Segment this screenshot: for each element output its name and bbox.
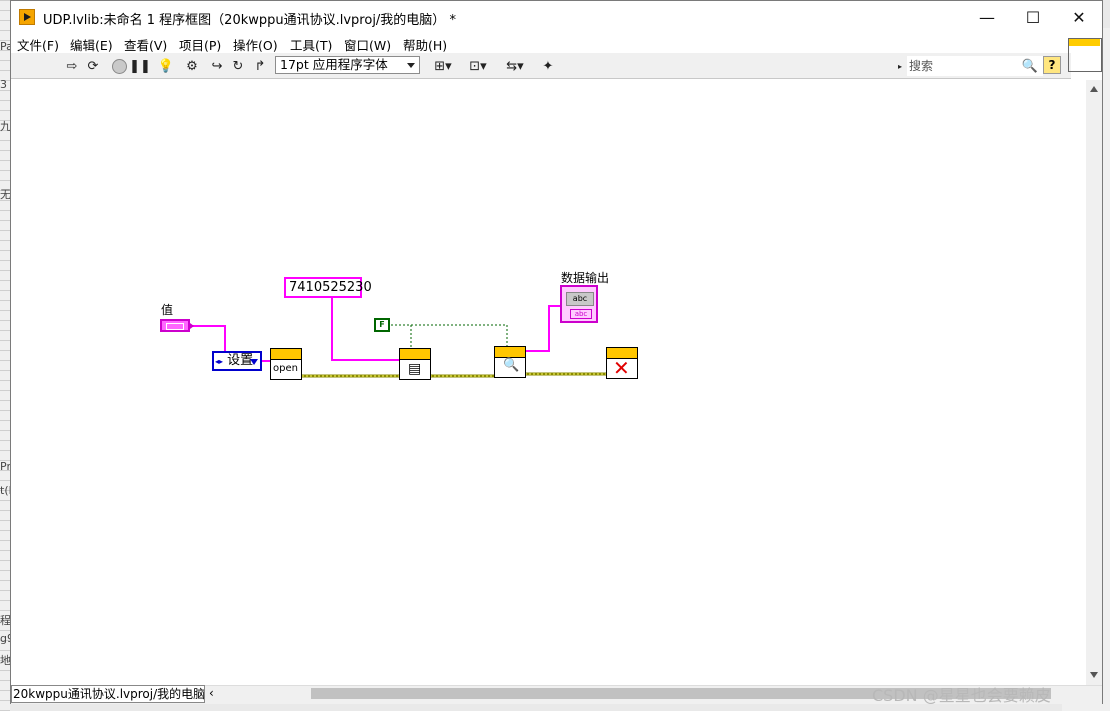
connector-pane[interactable] bbox=[1068, 38, 1102, 72]
project-context-tab[interactable]: 20kwppu通讯协议.lvproj/我的电脑 bbox=[11, 685, 205, 703]
node-header bbox=[400, 349, 430, 360]
enum-increment-icon[interactable]: ◂▸ bbox=[215, 357, 224, 366]
search-input[interactable]: 搜索 bbox=[907, 56, 1043, 76]
watermark: CSDN @星星也会要赖皮 bbox=[872, 686, 1051, 705]
menu-project[interactable]: 项目(P) bbox=[179, 38, 222, 53]
run-continuously-icon[interactable]: ⟳ bbox=[87, 58, 99, 74]
menu-help[interactable]: 帮助(H) bbox=[403, 38, 448, 53]
reorder-icon[interactable]: ⇆▾ bbox=[506, 58, 524, 74]
enum-value: 设置 bbox=[227, 353, 254, 368]
scroll-down-icon[interactable] bbox=[1090, 672, 1098, 678]
maximize-button[interactable]: ☐ bbox=[1025, 7, 1041, 27]
wires-layer bbox=[191, 297, 607, 378]
string-constant[interactable]: 7410525230 bbox=[284, 277, 372, 298]
pause-icon[interactable]: ❚❚ bbox=[129, 58, 151, 74]
abort-icon[interactable] bbox=[110, 57, 128, 75]
chevron-down-icon bbox=[407, 63, 415, 68]
font-selector-value: 17pt 应用程序字体 bbox=[280, 57, 388, 72]
context-help-button[interactable]: ? bbox=[1043, 56, 1061, 74]
enum-constant[interactable]: ◂▸ 设置 bbox=[212, 351, 262, 371]
menu-edit[interactable]: 编辑(E) bbox=[70, 38, 113, 53]
font-selector[interactable]: 17pt 应用程序字体 bbox=[275, 56, 420, 74]
write-icon: ▤ bbox=[408, 361, 422, 377]
step-over-icon[interactable]: ↻ bbox=[232, 58, 244, 74]
bg-fragment: 3 bbox=[0, 78, 7, 91]
background-window-left: Pa 3 九 无 Pro t(l 程 g9 地 bbox=[0, 0, 17, 711]
labview-app-icon bbox=[19, 9, 35, 25]
align-objects-icon[interactable]: ⊞▾ bbox=[434, 58, 452, 74]
step-out-icon[interactable]: ↱ bbox=[254, 58, 266, 74]
boolean-constant[interactable]: F bbox=[374, 318, 390, 332]
title-bar[interactable]: UDP.lvlib:未命名 1 程序框图（20kwppu通讯协议.lvproj/… bbox=[11, 1, 1102, 33]
chevron-down-icon[interactable] bbox=[250, 359, 258, 365]
bg-fragment: 无 bbox=[0, 188, 11, 201]
magnifier-icon: 🔍 bbox=[503, 358, 520, 373]
udp-write-node[interactable]: ▤ bbox=[399, 348, 431, 380]
open-node-label: open bbox=[273, 363, 298, 374]
close-x-icon: ✕ bbox=[613, 356, 630, 380]
menu-operate[interactable]: 操作(O) bbox=[233, 38, 278, 53]
scroll-up-icon[interactable] bbox=[1090, 86, 1098, 92]
close-button[interactable]: ✕ bbox=[1072, 7, 1086, 27]
step-into-icon[interactable]: ↪ bbox=[211, 58, 223, 74]
refnum-wire[interactable] bbox=[302, 372, 607, 378]
node-header bbox=[607, 348, 637, 359]
block-diagram-canvas[interactable]: 值 7410525230 F ◂▸ 设置 open ▤ 🔍 bbox=[11, 80, 1086, 685]
menu-view[interactable]: 查看(V) bbox=[124, 38, 168, 53]
minimize-button[interactable]: — bbox=[979, 7, 995, 27]
vertical-scrollbar[interactable] bbox=[1086, 80, 1102, 685]
horizontal-scroll-thumb[interactable] bbox=[311, 688, 1051, 699]
udp-close-node[interactable]: ✕ bbox=[606, 347, 638, 380]
string-wire[interactable] bbox=[525, 305, 563, 352]
menu-bar: 文件(F) 编辑(E) 查看(V) 项目(P) 操作(O) 工具(T) 窗口(W… bbox=[11, 33, 1071, 53]
data-output-label: 数据输出 bbox=[561, 271, 610, 285]
distribute-objects-icon[interactable]: ⊡▾ bbox=[469, 58, 487, 74]
bg-fragment: 地 bbox=[0, 654, 11, 667]
value-control-terminal[interactable] bbox=[160, 319, 190, 332]
vi-icon-pane[interactable] bbox=[1068, 38, 1100, 46]
block-diagram-window: UDP.lvlib:未命名 1 程序框图（20kwppu通讯协议.lvproj/… bbox=[10, 0, 1103, 704]
run-arrow-icon[interactable]: ⇨ bbox=[66, 58, 78, 74]
scroll-left-icon[interactable]: ‹ bbox=[209, 686, 214, 700]
bg-fragment: t(l bbox=[0, 484, 12, 497]
terminal-arrow-icon bbox=[190, 323, 194, 329]
node-header bbox=[271, 349, 301, 360]
bg-fragment: 程 bbox=[0, 614, 11, 627]
string-wire[interactable] bbox=[331, 297, 399, 361]
string-icon bbox=[166, 323, 184, 330]
menu-file[interactable]: 文件(F) bbox=[17, 38, 59, 53]
search-placeholder: 搜索 bbox=[909, 59, 934, 73]
bg-fragment: 九 bbox=[0, 120, 11, 133]
udp-read-node[interactable]: 🔍 bbox=[494, 346, 526, 378]
string-wire[interactable] bbox=[191, 325, 226, 354]
retain-wire-values-icon[interactable]: ⚙ bbox=[186, 58, 198, 74]
data-output-indicator[interactable]: abc abc bbox=[560, 285, 598, 323]
indicator-sub-icon: abc bbox=[570, 309, 592, 319]
window-title: UDP.lvlib:未命名 1 程序框图（20kwppu通讯协议.lvproj/… bbox=[43, 13, 456, 28]
indicator-text: abc bbox=[566, 292, 594, 306]
clean-up-diagram-icon[interactable]: ✦ bbox=[542, 58, 554, 74]
value-control-label: 值 bbox=[161, 303, 174, 317]
expand-arrow-icon[interactable]: ▸ bbox=[897, 61, 902, 71]
boolean-wire[interactable] bbox=[391, 324, 508, 348]
udp-open-node[interactable]: open bbox=[270, 348, 302, 380]
menu-window[interactable]: 窗口(W) bbox=[344, 38, 392, 53]
highlight-execution-icon[interactable]: 💡 bbox=[157, 58, 175, 74]
node-header bbox=[495, 347, 525, 358]
menu-tools[interactable]: 工具(T) bbox=[290, 38, 333, 53]
bg-fragment: Pa bbox=[0, 40, 13, 53]
search-icon[interactable]: 🔍 bbox=[1021, 58, 1039, 74]
toolbar: ⇨ ⟳ ❚❚ 💡 ⚙ ↪ ↻ ↱ 17pt 应用程序字体 ⊞▾ ⊡▾ ⇆▾ ✦ … bbox=[11, 53, 1071, 79]
